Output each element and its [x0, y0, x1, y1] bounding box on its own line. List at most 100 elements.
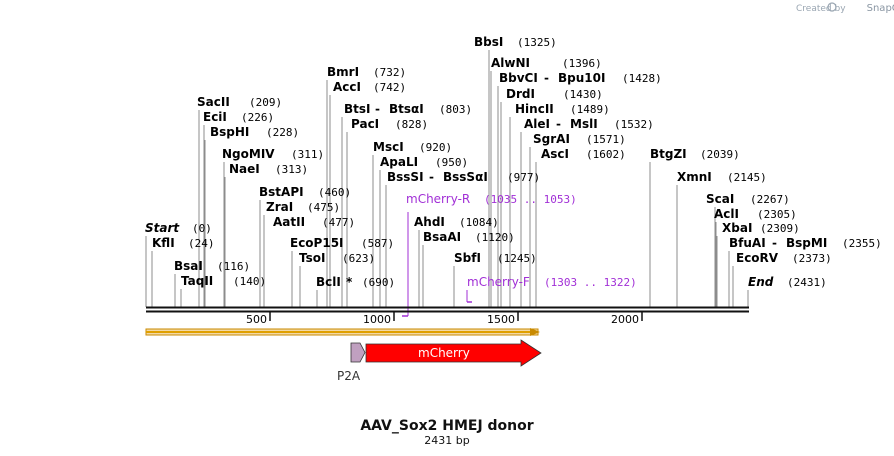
site-star-bcli: *: [346, 275, 353, 289]
site-label-bspmi[interactable]: BspMI: [786, 236, 827, 250]
primer-mcherry-f-name[interactable]: mCherry-F: [467, 275, 530, 289]
site-pos-asci: (1602): [586, 148, 626, 161]
site-label-taqii[interactable]: TaqII: [181, 274, 213, 288]
site-label-aatii[interactable]: AatII: [273, 215, 305, 229]
site-pos-tsoi: (623): [342, 252, 375, 265]
site-pos-scai: (2267): [750, 193, 790, 206]
site-pos-bfuai: (2355): [842, 237, 882, 250]
site-label-alwni[interactable]: AlwNI: [491, 56, 530, 70]
site-dash-alei: -: [556, 117, 561, 131]
site-label-msli[interactable]: MslI: [570, 117, 598, 131]
site-label-btsi[interactable]: BtsαI: [389, 102, 424, 116]
site-pos-ngomiv: (311): [291, 148, 324, 161]
primer-mcherry-r-name[interactable]: mCherry-R: [406, 192, 470, 206]
site-label-bfuai[interactable]: BfuAI: [729, 236, 766, 250]
sequence-backbone: [146, 306, 749, 313]
site-label-bcli[interactable]: BclI: [316, 275, 341, 289]
site-pos-alei: (1532): [614, 118, 654, 131]
site-pos-btsi: (803): [439, 103, 472, 116]
orf-bar[interactable]: [145, 328, 540, 336]
site-label-alei[interactable]: AleI: [524, 117, 550, 131]
site-label-ecii[interactable]: EciI: [203, 110, 227, 124]
site-pos-acci: (742): [373, 81, 406, 94]
site-labels: BbsI(1325)AlwNI(1396)BbvCI-Bpu10I(1428)D…: [145, 35, 882, 289]
site-pos-paci: (828): [395, 118, 428, 131]
site-label-bstapi[interactable]: BstAPI: [259, 185, 304, 199]
site-label-bsaai[interactable]: BsaAI: [423, 230, 461, 244]
site-pos-zrai: (475): [307, 201, 340, 214]
primers: mCherry-R (1035 .. 1053) mCherry-F (1303…: [402, 192, 637, 317]
site-label-btgzi[interactable]: BtgZI: [650, 147, 687, 161]
site-label-end[interactable]: End: [748, 275, 774, 289]
site-pos-ecop15i: (587): [361, 237, 394, 250]
site-pos-acli: (2305): [757, 208, 797, 221]
site-label-bpu10i[interactable]: Bpu10I: [558, 71, 605, 85]
site-label-bsphi[interactable]: BspHI: [210, 125, 249, 139]
snapgene-credit: Created by SnapGene: [796, 0, 894, 15]
site-label-btsi[interactable]: BtsI: [344, 102, 371, 116]
site-pos-ecorv: (2373): [792, 252, 832, 265]
features: P2A mCherry: [337, 339, 542, 383]
site-dash-btsi: -: [375, 102, 380, 116]
site-label-bsai[interactable]: BsaI: [174, 259, 203, 273]
site-label-bsssi[interactable]: BssSI: [387, 170, 424, 184]
site-pos-hincii: (1489): [570, 103, 610, 116]
snapgene-logo-icon: [827, 2, 837, 12]
site-label-bbvci[interactable]: BbvCI: [499, 71, 538, 85]
site-pos-bstapi: (460): [318, 186, 351, 199]
site-label-asci[interactable]: AscI: [541, 147, 569, 161]
site-label-ecop15i[interactable]: EcoP15I: [290, 236, 344, 250]
site-dash-bbvci: -: [544, 71, 549, 85]
site-label-acci[interactable]: AccI: [333, 80, 361, 94]
site-pos-sacii: (209): [249, 96, 282, 109]
primer-mcherry-r-range: (1035 .. 1053): [484, 193, 577, 206]
site-pos-xbai: (2309): [760, 222, 800, 235]
map-title: AAV_Sox2 HMEJ donor: [360, 418, 533, 434]
site-pos-end: (2431): [787, 276, 827, 289]
site-label-bbsi[interactable]: BbsI: [474, 35, 503, 49]
site-label-sbfi[interactable]: SbfI: [454, 251, 481, 265]
site-label-kfli[interactable]: KflI: [152, 236, 175, 250]
site-pos-ahdi: (1084): [459, 216, 499, 229]
site-pos-alwni: (1396): [562, 57, 602, 70]
site-label-hincii[interactable]: HincII: [515, 102, 554, 116]
ruler-label-2000: 2000: [611, 313, 639, 326]
site-pos-sbfi: (1245): [497, 252, 537, 265]
site-label-xmni[interactable]: XmnI: [677, 170, 712, 184]
feature-p2a-arrow[interactable]: [350, 342, 366, 363]
site-label-ahdi[interactable]: AhdI: [414, 215, 445, 229]
site-label-scai[interactable]: ScaI: [706, 192, 734, 206]
site-pos-start: (0): [192, 222, 212, 235]
site-label-bsssi[interactable]: BssSαI: [443, 170, 488, 184]
site-label-apali[interactable]: ApaLI: [380, 155, 418, 169]
site-label-paci[interactable]: PacI: [351, 117, 379, 131]
site-label-start[interactable]: Start: [145, 221, 180, 235]
feature-mcherry-arrow[interactable]: [365, 339, 542, 367]
primer-mcherry-f-range: (1303 .. 1322): [544, 276, 637, 289]
site-label-sacii[interactable]: SacII: [197, 95, 230, 109]
site-pos-bbsi: (1325): [517, 36, 557, 49]
site-label-drdi[interactable]: DrdI: [506, 87, 535, 101]
site-label-naei[interactable]: NaeI: [229, 162, 260, 176]
site-pos-xmni: (2145): [727, 171, 767, 184]
site-pos-msci: (920): [419, 141, 452, 154]
site-label-acli[interactable]: AclI: [714, 207, 739, 221]
site-label-sgrai[interactable]: SgrAI: [533, 132, 570, 146]
site-pos-bsai: (116): [217, 260, 250, 273]
site-pos-naei: (313): [275, 163, 308, 176]
map-length: 2431 bp: [424, 434, 469, 447]
site-label-ecorv[interactable]: EcoRV: [736, 251, 779, 265]
ruler-label-1000: 1000: [363, 313, 391, 326]
site-label-zrai[interactable]: ZraI: [266, 200, 293, 214]
site-label-tsoi[interactable]: TsoI: [299, 251, 325, 265]
site-label-ngomiv[interactable]: NgoMIV: [222, 147, 275, 161]
feature-p2a-label: P2A: [337, 369, 361, 383]
site-pos-taqii: (140): [233, 275, 266, 288]
site-label-msci[interactable]: MscI: [373, 140, 404, 154]
site-pos-kfli: (24): [188, 237, 215, 250]
site-pos-bbvci: (1428): [622, 72, 662, 85]
site-label-bmri[interactable]: BmrI: [327, 65, 359, 79]
site-label-xbai[interactable]: XbaI: [722, 221, 752, 235]
feature-mcherry-label: mCherry: [418, 346, 470, 360]
